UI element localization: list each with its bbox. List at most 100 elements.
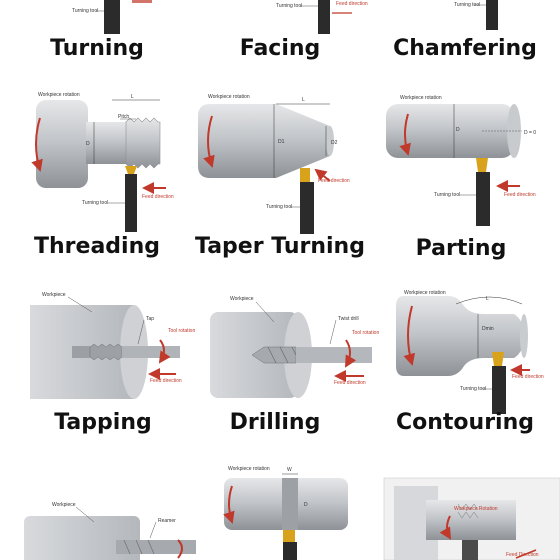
grooving-tool-shank — [283, 542, 297, 560]
tap-shank — [122, 346, 180, 358]
taper-turning-title: Taper Turning — [195, 234, 365, 259]
drilling-workpiece-label: Workpiece — [230, 296, 254, 302]
contouring-title: Contouring — [395, 410, 534, 435]
contour-end-face — [520, 314, 528, 358]
contour-length-label: L — [486, 296, 489, 302]
turning-tool-shank — [104, 0, 120, 34]
parting-tool-label: Turning tool — [434, 192, 460, 198]
tapping-hole — [72, 346, 90, 358]
grooving-d-label: D — [304, 502, 308, 508]
contour-tool-shank — [492, 366, 506, 414]
grooving-rotation-arrow — [223, 485, 235, 524]
grooving-diagram: Workpiece rotation W D — [223, 466, 348, 560]
parting-title: Parting — [415, 236, 507, 261]
threading-diagram: Workpiece rotation L Pitch D Turning too… — [31, 92, 174, 232]
taper-feed-arrow — [314, 168, 331, 182]
contour-workpiece — [396, 296, 524, 376]
tap-rotation-label: Tool rotation — [168, 328, 195, 334]
threading-workpiece-shaft — [86, 122, 126, 164]
threading-workpiece-head — [36, 100, 88, 188]
parting-insert — [476, 158, 488, 172]
grooving-w-label: W — [287, 467, 292, 473]
turning-diagram: Turning tool — [72, 0, 152, 34]
drilling-diagram: Workpiece Twist drill Tool rotation Feed… — [210, 296, 379, 398]
reaming-diagram: Workpiece Reamer — [24, 502, 196, 560]
drill-label: Twist drill — [338, 316, 359, 322]
parting-d0-label: D = 0 — [524, 130, 536, 136]
taper-end-face — [326, 126, 334, 156]
taper-insert — [300, 168, 310, 182]
contour-rotation-label: Workpiece rotation — [404, 290, 446, 296]
drill-flutes — [267, 346, 297, 364]
facing-tool-shank — [318, 0, 330, 34]
knurling-feed-arrow — [515, 549, 537, 559]
chamfer-tool-label: Turning tool — [454, 2, 480, 8]
threads — [125, 117, 161, 169]
taper-tool-shank — [300, 182, 314, 234]
turning-tool-label: Turning tool — [72, 8, 98, 14]
contour-tool-label: Turning tool — [460, 386, 486, 392]
feed-arrow-fragment — [132, 0, 152, 3]
taper-tool-label: Turning tool — [266, 204, 292, 210]
parting-workpiece — [386, 104, 514, 158]
taper-d1-label: D1 — [278, 139, 285, 145]
threading-tool-label: Turning tool — [82, 200, 108, 206]
threading-tool-shank — [125, 174, 137, 232]
reaming-workpiece-label: Workpiece — [52, 502, 76, 508]
drilling-title: Drilling — [229, 410, 321, 435]
contour-insert — [492, 352, 504, 366]
taper-rotation-label: Workpiece rotation — [208, 94, 250, 100]
workpiece-rotation-label: Workpiece rotation — [38, 92, 80, 98]
threading-feed-label: Feed direction — [142, 194, 174, 200]
reamer-body — [116, 540, 196, 554]
reamer-label: Reamer — [158, 518, 176, 524]
tap-feed-label: Feed direction — [150, 378, 182, 384]
drill-shank — [296, 347, 372, 363]
rotation-arrow — [31, 117, 43, 172]
parting-d-label: D — [456, 127, 460, 133]
drill-rotation-label: Tool rotation — [352, 330, 379, 336]
chamfering-title: Chamfering — [393, 36, 537, 61]
taper-feed-label: Feed direction — [318, 178, 350, 184]
grooving-rotation-label: Workpiece rotation — [228, 466, 270, 472]
facing-title: Facing — [239, 36, 321, 61]
tap-label: Tap — [146, 316, 154, 322]
chamfering-diagram: Turning tool — [454, 0, 498, 30]
parting-diagram: Workpiece rotation D D = 0 Turning tool … — [386, 95, 536, 226]
knurling-tool — [462, 540, 478, 560]
reamer-rotation-arrow — [177, 539, 183, 559]
grooving-insert — [283, 530, 295, 542]
parting-tool-shank — [476, 172, 490, 226]
knurling-rotation-label: Workpiece Rotation — [454, 506, 498, 512]
taper-rotation-arrow — [203, 115, 215, 168]
turning-title: Turning — [50, 36, 144, 61]
pitch-label: Pitch — [118, 114, 129, 120]
taper-workpiece — [198, 104, 330, 178]
contouring-diagram: Workpiece rotation L Dmin Turning tool F… — [396, 290, 544, 414]
parting-feed-label: Feed direction — [504, 192, 536, 198]
taper-d2-label: D2 — [331, 140, 338, 146]
taper-turning-diagram: Workpiece rotation L D1 D2 Turning tool … — [198, 94, 350, 234]
facing-feed-label: Feed direction — [336, 1, 368, 7]
parting-rotation-arrow — [399, 113, 411, 156]
tap-rotation-arrow — [158, 339, 171, 364]
drill-rotation-arrow — [345, 339, 357, 368]
facing-tool-label: Turning tool — [276, 3, 302, 9]
chamfer-tool-shank — [486, 0, 498, 30]
knurling-diagram: Workpiece Rotation Feed Direction — [383, 477, 560, 560]
parting-rotation-label: Workpiece rotation — [400, 95, 442, 101]
length-label: L — [131, 94, 134, 100]
drill-feed-label: Feed direction — [334, 380, 366, 386]
reaming-workpiece — [24, 516, 140, 560]
threading-title: Threading — [34, 234, 160, 259]
facing-diagram: Turning tool Feed direction — [276, 0, 368, 34]
diameter-label: D — [86, 141, 90, 147]
tapping-workpiece-label: Workpiece — [42, 292, 66, 298]
threading-insert — [125, 166, 137, 174]
contour-d-label: Dmin — [482, 326, 494, 332]
contour-rotation-arrow — [403, 305, 416, 366]
tapping-title: Tapping — [54, 410, 152, 435]
tapping-diagram: Workpiece Tap Tool rotation Feed directi… — [30, 292, 195, 399]
taper-length-label: L — [302, 97, 305, 103]
